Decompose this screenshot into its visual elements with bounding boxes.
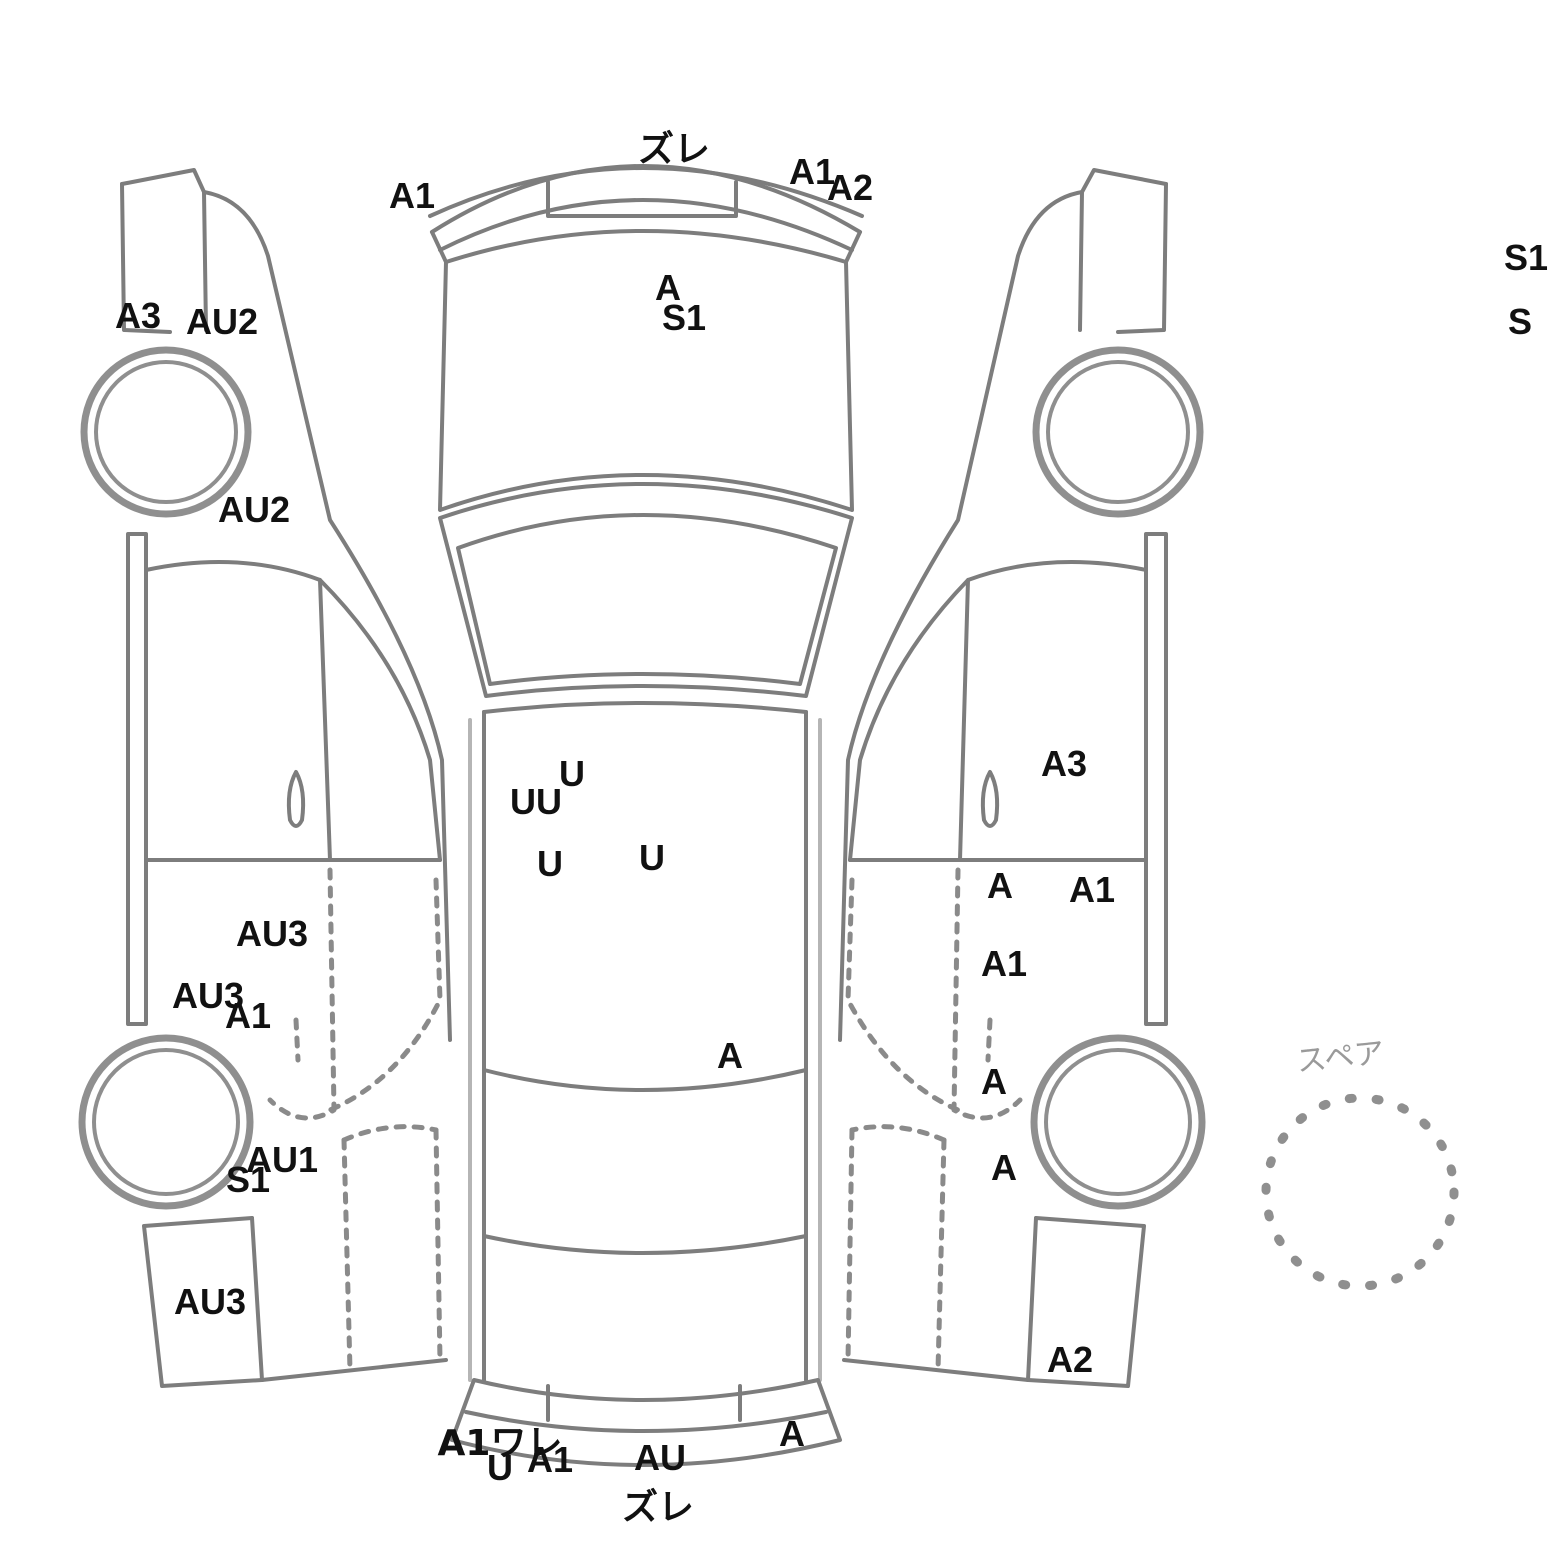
damage-mark: S1 <box>1504 237 1548 278</box>
damage-mark: ズレ <box>637 129 711 170</box>
damage-mark: A1 <box>526 1439 574 1480</box>
left-tires <box>78 346 254 1210</box>
left-side-dashed-lines <box>267 867 443 1373</box>
damage-mark: A3 <box>114 295 162 336</box>
damage-mark: U <box>487 1447 513 1488</box>
front-bumper-outline <box>428 164 864 264</box>
damage-mark: A1ワレ <box>437 1423 563 1464</box>
damage-mark: A2 <box>826 167 874 208</box>
damage-mark: AU1 <box>245 1139 319 1180</box>
damage-mark: A1 <box>788 151 836 192</box>
damage-mark: U <box>537 843 563 884</box>
damage-mark: ズレ <box>621 1487 695 1528</box>
damage-mark: A <box>991 1147 1017 1188</box>
damage-mark: U <box>559 753 585 794</box>
hood-outline <box>438 229 854 512</box>
damage-mark: A <box>987 865 1013 906</box>
roof-body-outline <box>468 701 822 1382</box>
damage-mark: AU3 <box>235 913 309 954</box>
left-side-outline <box>120 168 452 1388</box>
damage-mark: A <box>655 267 681 308</box>
right-tires <box>1030 346 1206 1210</box>
spare-tire-circle <box>1261 1093 1459 1291</box>
damage-mark: AU2 <box>185 301 259 342</box>
damage-mark: A3 <box>1040 743 1088 784</box>
damage-mark: A1 <box>1068 869 1116 910</box>
damage-mark: A1 <box>388 175 436 216</box>
damage-mark: A2 <box>1046 1339 1094 1380</box>
damage-mark: A1 <box>224 995 272 1036</box>
right-side-dashed-lines <box>845 867 1023 1373</box>
right-side-outline <box>838 168 1168 1388</box>
damage-mark: AU <box>634 1437 686 1478</box>
damage-mark: A <box>981 1061 1007 1102</box>
damage-mark: U <box>639 837 665 878</box>
damage-mark: A <box>779 1413 805 1454</box>
damage-mark: S1 <box>225 1159 271 1200</box>
damage-mark: S <box>1508 301 1533 342</box>
damage-mark: UU <box>510 781 562 822</box>
damage-mark: AU3 <box>171 975 245 1016</box>
damage-mark: A <box>717 1035 743 1076</box>
rear-bumper-outline <box>450 1378 842 1467</box>
damage-mark: S1 <box>661 297 707 338</box>
damage-mark: AU3 <box>173 1281 247 1322</box>
windshield-outline <box>438 482 854 698</box>
spare-tire-label: スペア <box>1294 1035 1386 1080</box>
damage-mark: A1 <box>980 943 1028 984</box>
damage-mark: AU2 <box>217 489 291 530</box>
